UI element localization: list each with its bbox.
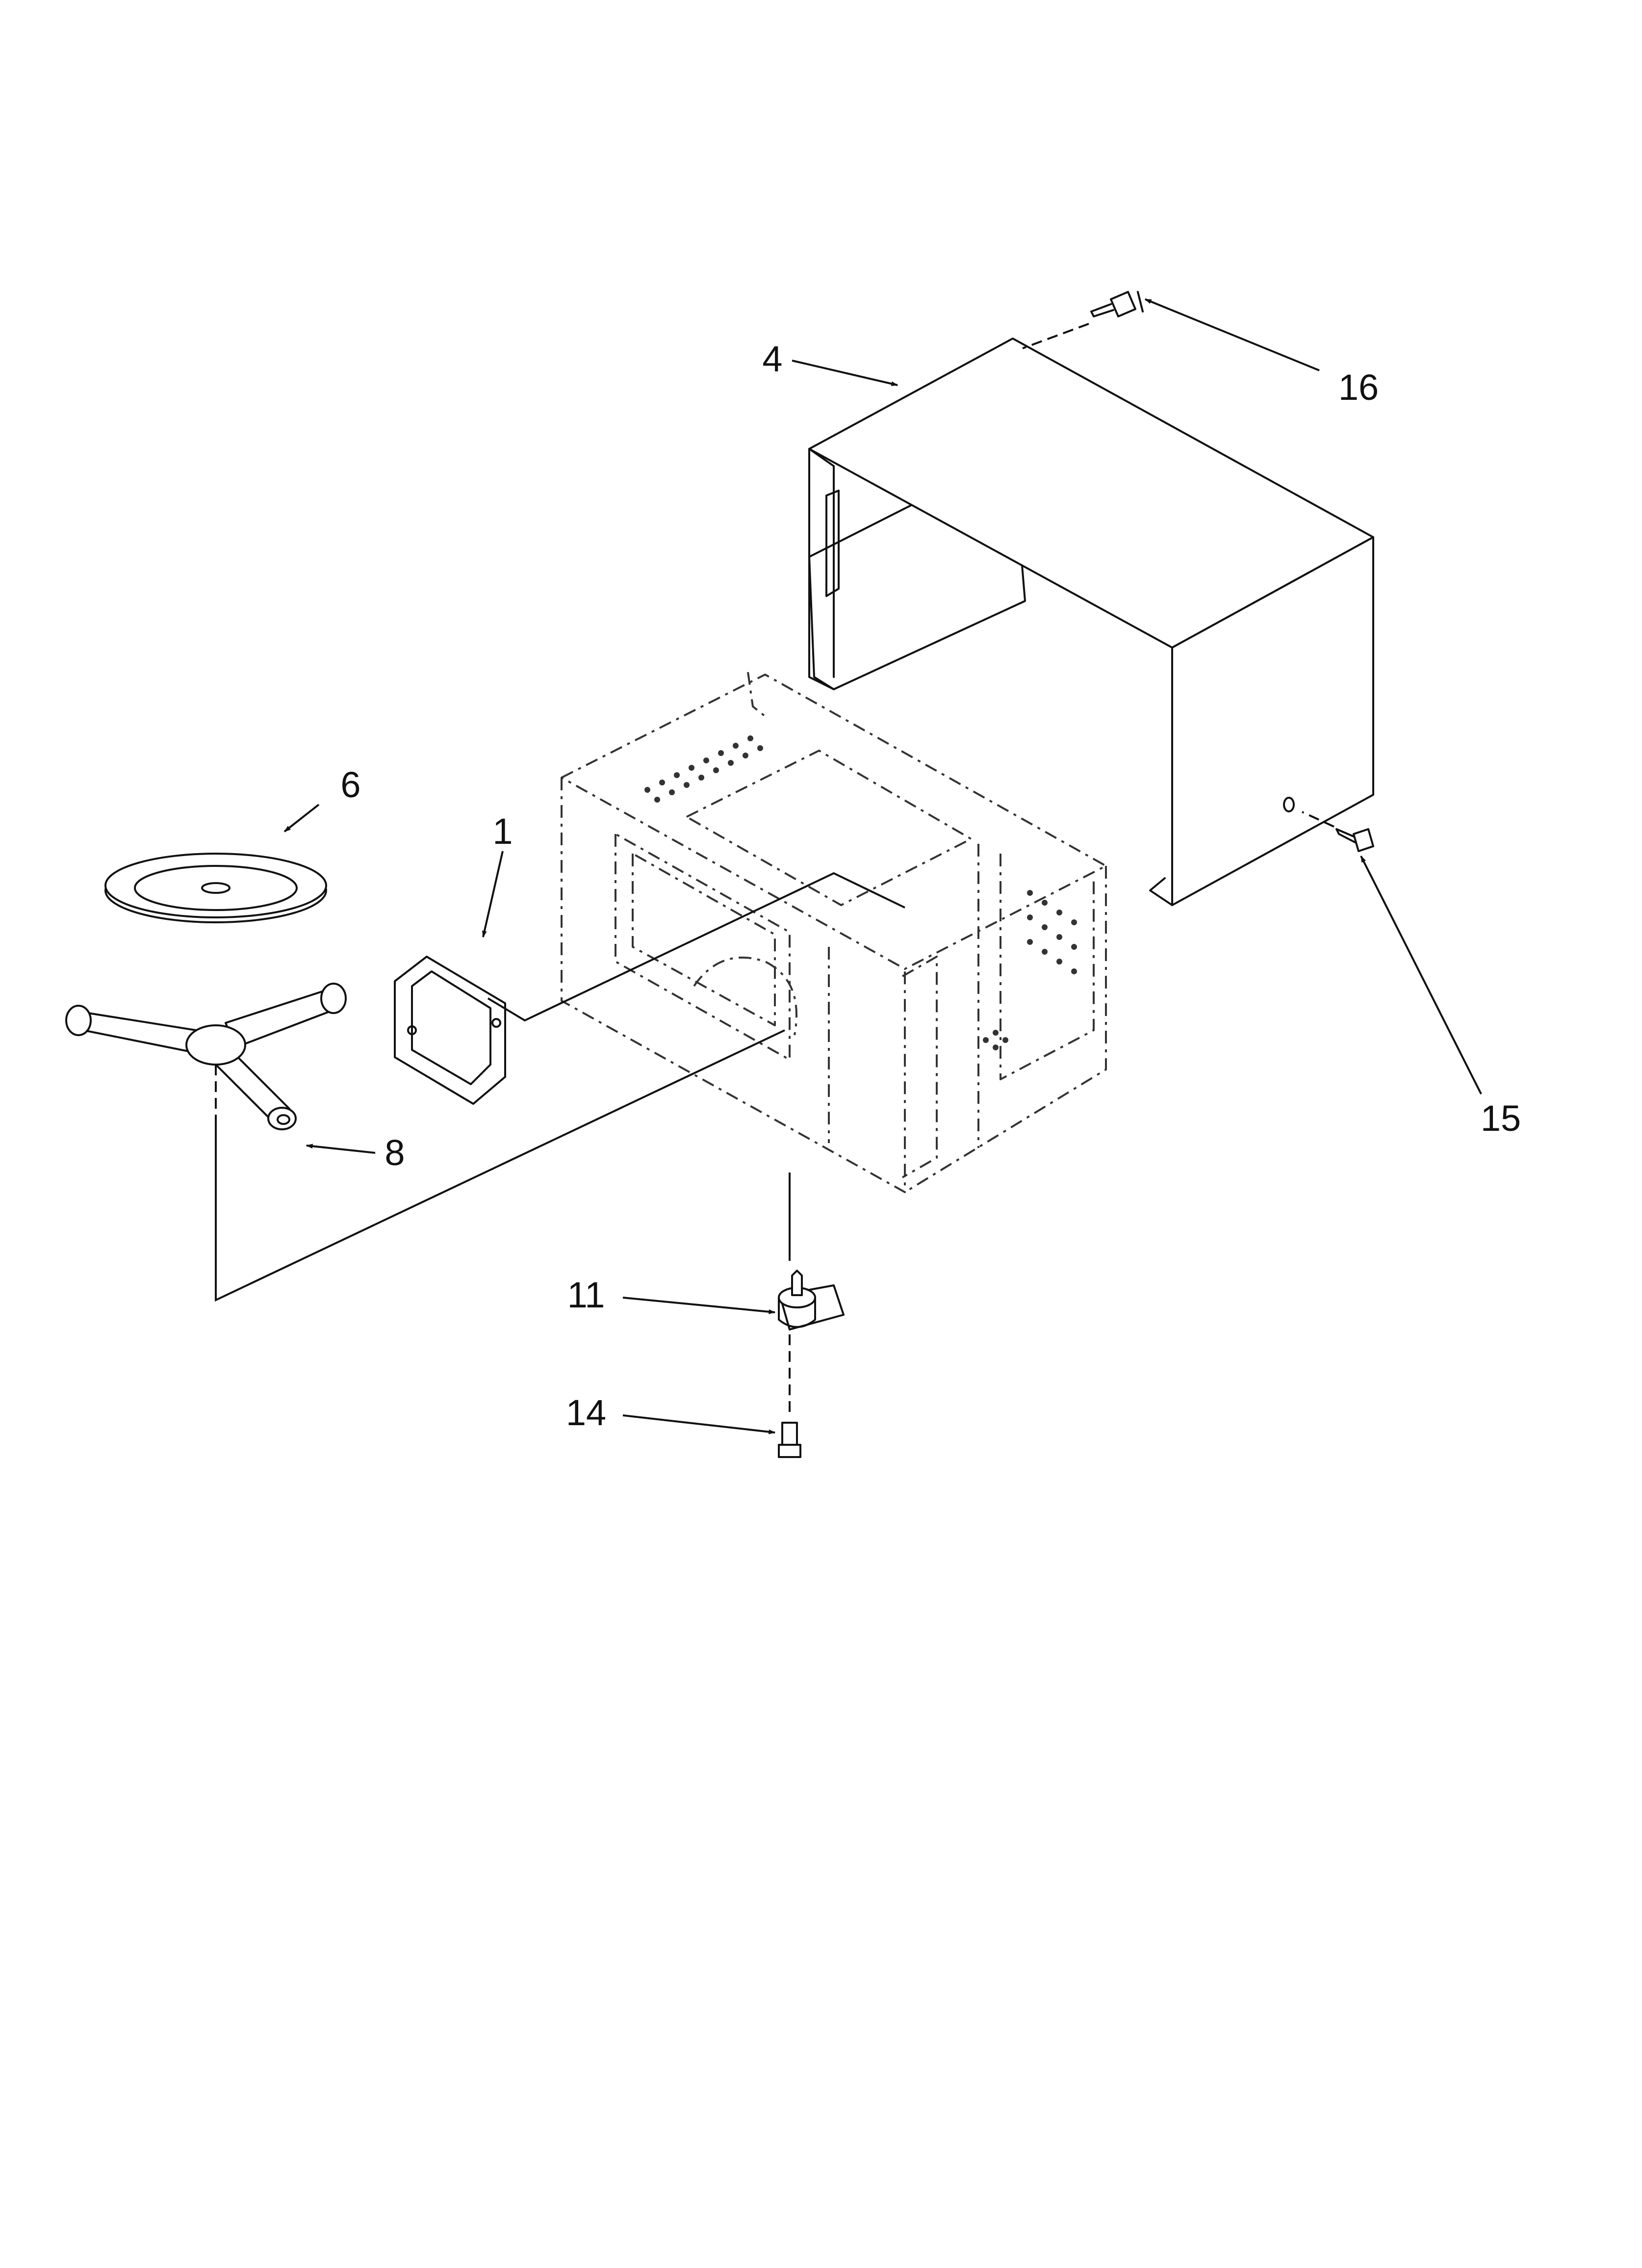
callout-11-leader bbox=[622, 1297, 776, 1314]
waveguide-frame-part-1 bbox=[394, 956, 506, 1105]
callout-1-leader bbox=[482, 851, 504, 938]
callout-1-label: 1 bbox=[492, 811, 513, 852]
roller-support-part-8 bbox=[65, 983, 347, 1130]
callout-14-label: 14 bbox=[566, 1392, 606, 1433]
screw-16-alignment-line bbox=[1022, 323, 1089, 349]
callout-6-label: 6 bbox=[340, 764, 360, 805]
callout-16-label: 16 bbox=[1338, 367, 1379, 408]
callout-8-label: 8 bbox=[385, 1132, 405, 1173]
frame-alignment-line bbox=[487, 872, 905, 1022]
screw-15-alignment-line bbox=[1302, 811, 1334, 828]
turntable-tray-part-6 bbox=[104, 853, 327, 923]
screw-part-14 bbox=[778, 1422, 801, 1458]
microwave-chassis-outline bbox=[561, 672, 1107, 1193]
screw-part-15 bbox=[1335, 828, 1374, 852]
callout-4-label: 4 bbox=[762, 339, 782, 379]
callout-8-leader bbox=[306, 1144, 376, 1154]
callout-11-label: 11 bbox=[567, 1275, 605, 1315]
roller-alignment-line bbox=[215, 1029, 785, 1302]
callout-14-leader bbox=[622, 1414, 776, 1434]
callout-4-leader bbox=[792, 360, 898, 386]
chassis-vent-pattern bbox=[644, 735, 1077, 1050]
callout-16-leader bbox=[1144, 298, 1320, 371]
callout-6-leader bbox=[283, 804, 320, 833]
callout-15-leader bbox=[1360, 855, 1482, 1095]
callout-15-label: 15 bbox=[1481, 1098, 1521, 1139]
turntable-motor-part-11 bbox=[778, 1270, 845, 1330]
cabinet-wrapper-part-4 bbox=[808, 338, 1374, 906]
screw-part-16 bbox=[1090, 291, 1144, 317]
